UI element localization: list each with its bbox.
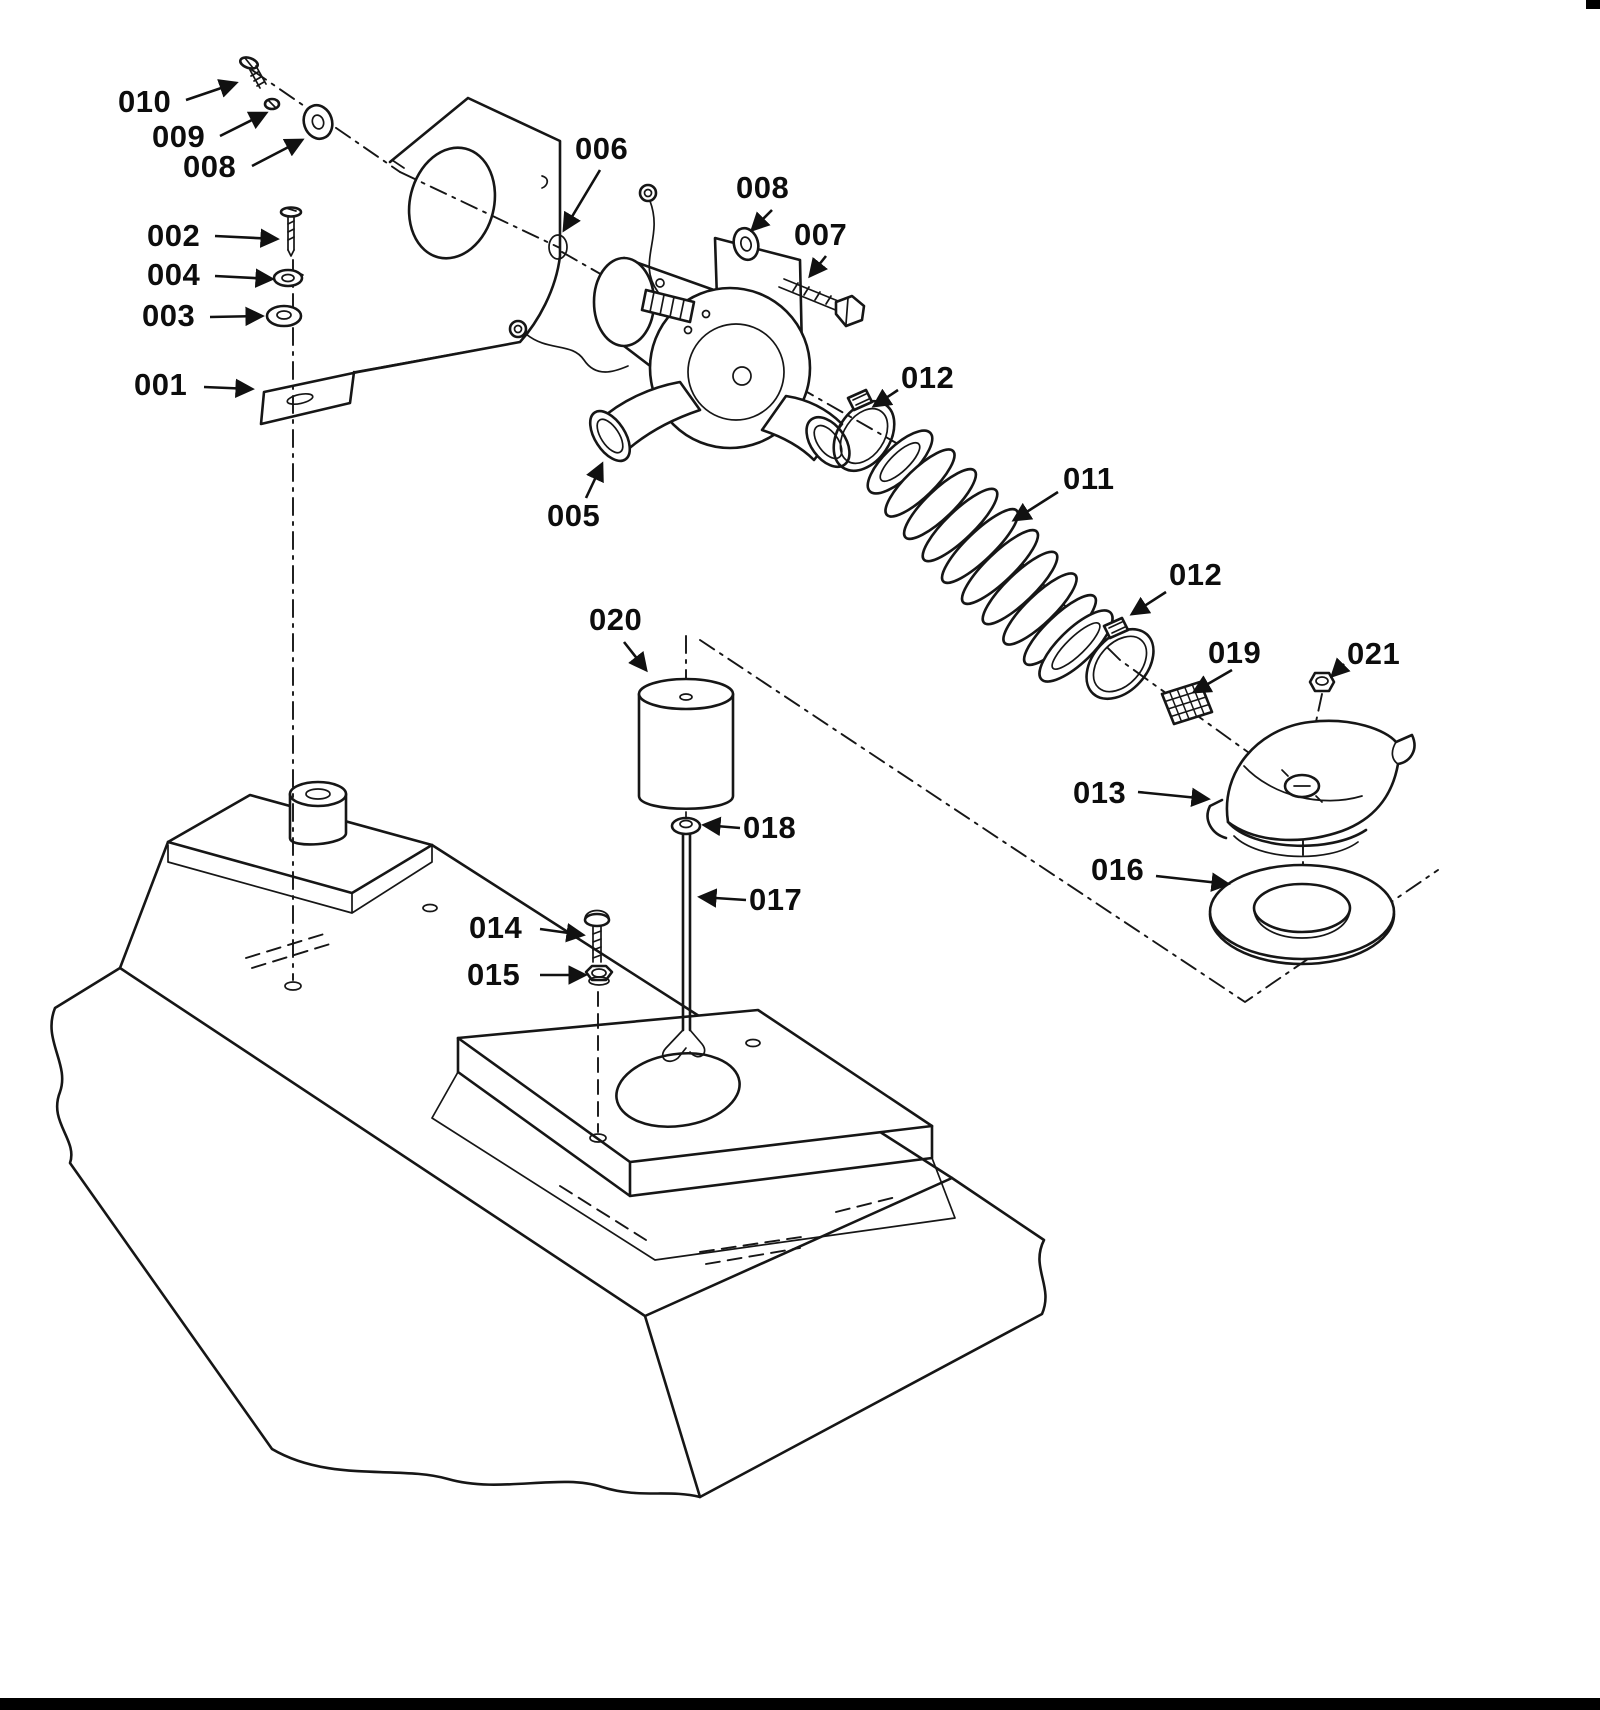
- callout-008a: 008: [183, 149, 237, 184]
- screw-002: [279, 206, 303, 257]
- ring-terminal: [508, 319, 528, 339]
- callout-005: 005: [547, 498, 601, 533]
- flat-washer-008b: [732, 226, 760, 262]
- screw-014: [583, 909, 611, 963]
- bolt-007: [778, 278, 866, 328]
- callout-007: 007: [794, 217, 848, 252]
- callout-021: 021: [1347, 636, 1401, 671]
- scan-edge-bottom: [0, 1698, 1600, 1710]
- flat-washer-003: [265, 304, 303, 328]
- elbow-duct: [1206, 719, 1416, 858]
- callout-019: 019: [1208, 635, 1262, 670]
- callout-006: 006: [575, 131, 629, 166]
- ring-terminal: [638, 183, 658, 203]
- float-rod: [661, 832, 706, 1063]
- flat-washer-008a: [302, 103, 334, 141]
- callout-008b: 008: [736, 170, 790, 205]
- bracket-hole: [548, 234, 568, 260]
- callout-020: 020: [589, 602, 643, 637]
- flexible-hose: [866, 429, 1114, 683]
- nut-015: [584, 964, 614, 986]
- sender-plate-hole: [615, 1052, 741, 1128]
- tank-port: [288, 792, 348, 846]
- callout-011: 011: [1063, 461, 1115, 496]
- callout-015: 015: [467, 957, 521, 992]
- callout-003: 003: [142, 298, 196, 333]
- hose-clamp-rear: [1085, 616, 1155, 701]
- callout-001: 001: [134, 367, 188, 402]
- lock-washer-009: [263, 97, 281, 111]
- scan-mark-top-right: [1586, 0, 1600, 9]
- callout-012a: 012: [901, 360, 955, 395]
- callout-009: 009: [152, 119, 206, 154]
- hidden-lines: [284, 259, 607, 1143]
- screw-010: [239, 56, 267, 89]
- screen: [1160, 680, 1214, 726]
- nut-021: [1308, 671, 1336, 693]
- callout-002: 002: [147, 218, 201, 253]
- fuel-tank: [50, 780, 1047, 1499]
- mounting-bracket: [259, 96, 568, 426]
- callout-016: 016: [1091, 852, 1145, 887]
- callout-012b: 012: [1169, 557, 1223, 592]
- sender-canister: [637, 677, 735, 811]
- callout-017: 017: [749, 882, 803, 917]
- callout-018: 018: [743, 810, 797, 845]
- rod-washer: [670, 811, 702, 836]
- gasket-ring: [1208, 863, 1396, 966]
- callout-010: 010: [118, 84, 172, 119]
- blower-assembly: [508, 183, 851, 469]
- lock-washer-004: [272, 268, 304, 288]
- callout-014: 014: [469, 910, 523, 945]
- callout-004: 004: [147, 257, 201, 292]
- callout-013: 013: [1073, 775, 1127, 810]
- leader-arrows: [185, 79, 1351, 985]
